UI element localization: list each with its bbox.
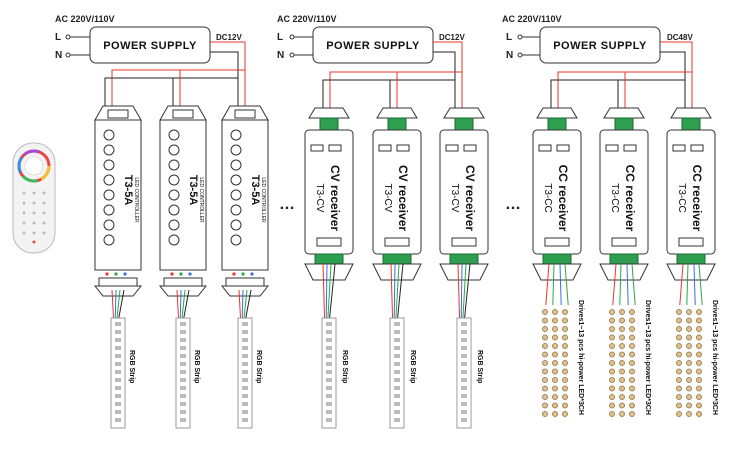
module-title: T3-CV: [382, 184, 393, 213]
rgb-strip: RGB Strip: [175, 317, 200, 429]
module-subtitle: CV receiver: [396, 165, 410, 231]
rgb-strip: RGB Strip: [237, 317, 262, 429]
group-1-l-label: L: [55, 32, 61, 43]
group-3-ac-label: AC 220V/110V: [502, 14, 562, 24]
strip-label: Drives1~13 pcs hi-power LED*3CH: [644, 300, 651, 415]
hi-power-led-array: Drives1~13 pcs hi-power LED*3CH: [676, 300, 718, 417]
group-3-power-supply: [539, 26, 661, 64]
group-2-l-label: L: [277, 32, 283, 43]
module-subtitle: CV receiver: [328, 165, 342, 231]
strip-label: RGB Strip: [409, 350, 416, 383]
module-title: T3-5A: [122, 175, 134, 206]
module-title: T3-CV: [449, 184, 460, 213]
group-3-dc-label: DC48V: [667, 33, 693, 42]
module-title: T3-5A: [249, 175, 261, 206]
module-subtitle: CV receiver: [463, 165, 477, 231]
strip-label: RGB Strip: [341, 350, 348, 383]
strip-label: RGB Strip: [193, 350, 200, 383]
strip-label: Drives1~13 pcs hi-power LED*3CH: [711, 300, 718, 415]
module-title: T3-CC: [676, 183, 687, 212]
module-subtitle: LED CONTROLLER: [198, 177, 204, 223]
rgb-remote-control: [12, 142, 56, 254]
rgb-strip: RGB Strip: [321, 317, 348, 429]
module-subtitle: CC receiver: [690, 165, 704, 232]
group-2-n-label: N: [277, 50, 284, 61]
strip-label: RGB Strip: [128, 350, 135, 383]
group-1-dc-label: DC12V: [216, 33, 242, 42]
module-subtitle: CC receiver: [556, 165, 570, 232]
rgb-strip: RGB Strip: [389, 317, 416, 429]
module-title: T3-CV: [314, 184, 325, 213]
module-subtitle: CC receiver: [623, 165, 637, 232]
strip-label: RGB Strip: [476, 350, 483, 383]
group-1-ac-label: AC 220V/110V: [55, 14, 115, 24]
module-title: T3-CC: [542, 183, 553, 212]
module-title: T3-CC: [609, 183, 620, 212]
rgb-strip: RGB Strip: [456, 317, 483, 429]
rgb-strip: RGB Strip: [110, 317, 135, 429]
module-subtitle: LED CONTROLLER: [133, 177, 139, 223]
module-subtitle: LED CONTROLLER: [260, 177, 266, 223]
group-1-n-label: N: [55, 50, 62, 61]
ellipsis-1: …: [279, 196, 295, 213]
group-2-power-supply: [312, 26, 434, 64]
strip-label: Drives1~13 pcs hi-power LED*3CH: [577, 300, 584, 415]
hi-power-led-array: Drives1~13 pcs hi-power LED*3CH: [542, 300, 584, 417]
group-2-ac-label: AC 220V/110V: [277, 14, 337, 24]
group-1-t3-5a: AC 220V/110V L N POWER SUPPLY DC12V: [55, 14, 246, 110]
ellipsis-2: …: [505, 196, 521, 213]
group-2-psu-label: POWER SUPPLY: [326, 40, 420, 52]
group-1-psu-label: POWER SUPPLY: [103, 40, 197, 52]
strip-label: RGB Strip: [255, 350, 262, 383]
group-2-dc-label: DC12V: [439, 33, 465, 42]
group-1-power-supply: [89, 26, 211, 64]
group-3-psu-label: POWER SUPPLY: [553, 40, 647, 52]
hi-power-led-array: Drives1~13 pcs hi-power LED*3CH: [609, 300, 651, 417]
module-title: T3-5A: [187, 175, 199, 206]
group-3-l-label: L: [506, 32, 512, 43]
group-3-n-label: N: [506, 50, 513, 61]
group-3-t3-cc: AC 220V/110V L N POWER SUPPLY DC48V: [502, 14, 693, 118]
group-2-t3-cv: AC 220V/110V L N POWER SUPPLY DC12V: [277, 14, 465, 118]
